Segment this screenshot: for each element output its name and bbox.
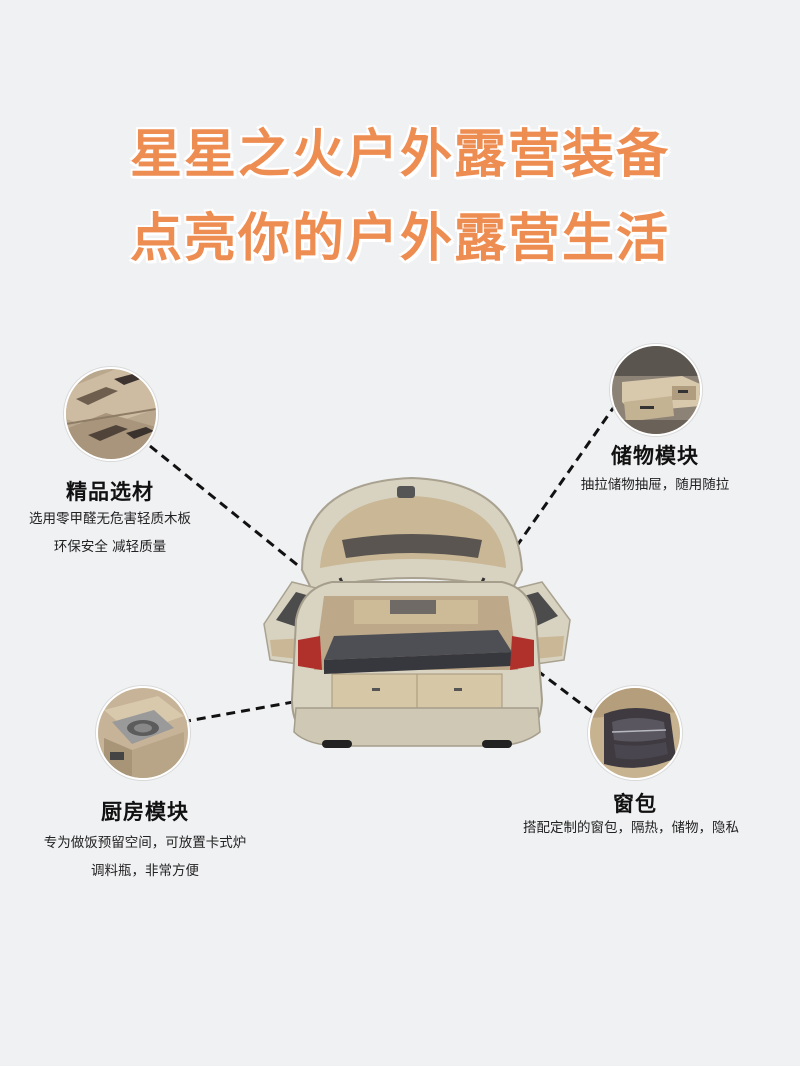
window-bag-desc-1: 搭配定制的窗包，隔热，储物，隐私 [523, 820, 739, 836]
connector-window-bag [509, 648, 593, 714]
storage-desc-1: 抽拉储物抽屉，随用随拉 [580, 477, 730, 493]
kitchen-desc-2: 调料瓶，非常方便 [91, 863, 199, 879]
material-desc-1: 选用零甲醛无危害轻质木板 [29, 511, 191, 527]
window-bag-photo [588, 686, 682, 780]
car-rear-photo [263, 476, 571, 748]
drawer-photo [610, 344, 702, 436]
headline-line-1: 星星之火户外露营装备 [129, 125, 670, 185]
kitchen-desc-1: 专为做饭预留空间，可放置卡式炉 [43, 835, 247, 851]
storage-title: 储物模块 [611, 444, 699, 468]
window-bag-title: 窗包 [613, 792, 657, 816]
material-title: 精品选材 [66, 480, 154, 504]
material-desc-2: 环保安全 减轻质量 [53, 539, 167, 555]
headline-line-2: 点亮你的户外露营生活 [129, 209, 670, 269]
kitchen-title: 厨房模块 [101, 800, 189, 824]
stove-photo [96, 686, 190, 780]
wood-panels-photo [64, 367, 158, 461]
